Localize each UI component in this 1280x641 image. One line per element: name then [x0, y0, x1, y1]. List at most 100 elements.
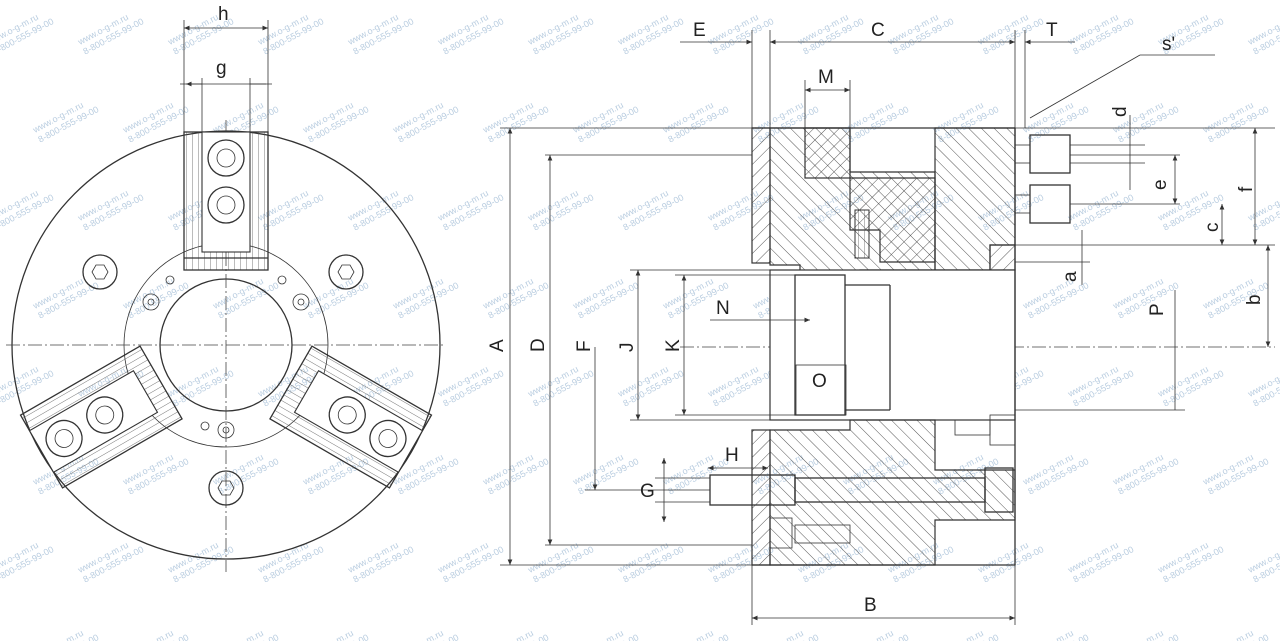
dim-label-C: C — [871, 20, 885, 41]
screw-head — [984, 467, 1014, 513]
watermark-stamp: www.o-g-m.ru8-800-555-99-00 — [525, 12, 595, 57]
watermark-stamp: www.o-g-m.ru8-800-555-99-00 — [570, 628, 640, 641]
watermark-stamp: www.o-g-m.ru8-800-555-99-00 — [705, 12, 775, 57]
spring — [854, 209, 870, 259]
right-jaw — [269, 345, 433, 489]
watermark-stamp: www.o-g-m.ru8-800-555-99-00 — [1065, 540, 1135, 585]
watermark-stamp: www.o-g-m.ru8-800-555-99-00 — [930, 628, 1000, 641]
watermark-stamp: www.o-g-m.ru8-800-555-99-00 — [1155, 540, 1225, 585]
socket-bolts — [82, 254, 364, 506]
dim-label-J: J — [617, 343, 638, 353]
watermark-stamp: www.o-g-m.ru8-800-555-99-00 — [435, 540, 505, 585]
watermark-stamp: www.o-g-m.ru8-800-555-99-00 — [30, 100, 100, 145]
watermark-stamp: www.o-g-m.ru8-800-555-99-00 — [300, 276, 370, 321]
watermark-stamp: www.o-g-m.ru8-800-555-99-00 — [1245, 540, 1280, 585]
watermark-stamp: www.o-g-m.ru8-800-555-99-00 — [120, 100, 190, 145]
watermark-site: www.o-g-m.ru — [660, 628, 715, 641]
watermark-stamp: www.o-g-m.ru8-800-555-99-00 — [615, 540, 685, 585]
watermark-site: www.o-g-m.ru — [210, 628, 265, 641]
dim-label-c: c — [1202, 223, 1223, 233]
watermark-stamp: www.o-g-m.ru8-800-555-99-00 — [345, 188, 415, 233]
watermark-stamp: www.o-g-m.ru8-800-555-99-00 — [975, 12, 1045, 57]
watermark-stamp: www.o-g-m.ru8-800-555-99-00 — [1065, 12, 1135, 57]
watermark-site: www.o-g-m.ru — [480, 628, 535, 641]
watermark-stamp: www.o-g-m.ru8-800-555-99-00 — [1110, 452, 1180, 497]
watermark-site: www.o-g-m.ru — [30, 628, 85, 641]
dim-label-F: F — [574, 340, 595, 352]
watermark-stamp: www.o-g-m.ru8-800-555-99-00 — [120, 452, 190, 497]
watermark-stamp: www.o-g-m.ru8-800-555-99-00 — [840, 100, 910, 145]
lower-small-screw — [794, 524, 851, 544]
watermark-stamp: www.o-g-m.ru8-800-555-99-00 — [255, 540, 325, 585]
watermark-stamp: www.o-g-m.ru8-800-555-99-00 — [1110, 628, 1180, 641]
front-view: h g — [6, 4, 446, 572]
watermark-stamp: www.o-g-m.ru8-800-555-99-00 — [795, 12, 865, 57]
watermark-site: www.o-g-m.ru — [300, 628, 355, 641]
watermark-stamp: www.o-g-m.ru8-800-555-99-00 — [1200, 100, 1270, 145]
top-jaw — [183, 131, 269, 271]
watermark-site: www.o-g-m.ru — [570, 628, 625, 641]
watermark-stamp: www.o-g-m.ru8-800-555-99-00 — [525, 540, 595, 585]
watermark-stamp: www.o-g-m.ru8-800-555-99-00 — [1155, 364, 1225, 409]
watermark-stamp: www.o-g-m.ru8-800-555-99-00 — [75, 540, 145, 585]
watermark-stamp: www.o-g-m.ru8-800-555-99-00 — [1245, 364, 1280, 409]
dim-label-O: O — [812, 371, 827, 392]
dim-label-h: h — [218, 4, 229, 25]
watermark-stamp: www.o-g-m.ru8-800-555-99-00 — [435, 188, 505, 233]
watermark-stamp: www.o-g-m.ru8-800-555-99-00 — [390, 100, 460, 145]
dim-label-b: b — [1244, 294, 1265, 305]
watermark-stamp: www.o-g-m.ru8-800-555-99-00 — [75, 188, 145, 233]
dim-label-a: a — [1060, 271, 1081, 282]
watermark-stamp: www.o-g-m.ru8-800-555-99-00 — [570, 100, 640, 145]
watermark-stamp: www.o-g-m.ru8-800-555-99-00 — [480, 452, 550, 497]
dim-label-P: P — [1147, 303, 1168, 316]
watermark-site: www.o-g-m.ru — [1200, 628, 1255, 641]
watermark-stamp: www.o-g-m.ru8-800-555-99-00 — [0, 12, 55, 57]
dim-label-f: f — [1236, 186, 1257, 192]
watermark-stamp: www.o-g-m.ru8-800-555-99-00 — [30, 276, 100, 321]
watermark-stamp: www.o-g-m.ru8-800-555-99-00 — [1110, 100, 1180, 145]
watermark-stamp: www.o-g-m.ru8-800-555-99-00 — [480, 100, 550, 145]
watermark-stamp: www.o-g-m.ru8-800-555-99-00 — [480, 628, 550, 641]
dim-label-T: T — [1046, 20, 1058, 41]
watermark-stamp: www.o-g-m.ru8-800-555-99-00 — [1020, 628, 1090, 641]
dim-label-g: g — [216, 58, 227, 79]
bore-cavity — [769, 269, 1016, 421]
dim-label-e: e — [1150, 179, 1171, 190]
watermark-site: www.o-g-m.ru — [840, 628, 895, 641]
watermark-stamp: www.o-g-m.ru8-800-555-99-00 — [1065, 364, 1135, 409]
watermark-site: www.o-g-m.ru — [390, 628, 445, 641]
watermark-stamp: www.o-g-m.ru8-800-555-99-00 — [390, 276, 460, 321]
left-jaw — [19, 345, 183, 489]
watermark-site: www.o-g-m.ru — [930, 628, 985, 641]
watermark-site: www.o-g-m.ru — [750, 628, 805, 641]
dim-label-D: D — [528, 338, 549, 352]
watermark-stamp: www.o-g-m.ru8-800-555-99-00 — [435, 364, 505, 409]
watermark-stamp: www.o-g-m.ru8-800-555-99-00 — [480, 276, 550, 321]
front-plate-bottom — [751, 429, 771, 566]
dim-label-G: G — [640, 481, 655, 502]
watermark-stamp: www.o-g-m.ru8-800-555-99-00 — [1020, 452, 1090, 497]
watermark-stamp: www.o-g-m.ru8-800-555-99-00 — [300, 100, 370, 145]
watermark-stamp: www.o-g-m.ru8-800-555-99-00 — [570, 276, 640, 321]
watermark-stamp: www.o-g-m.ru8-800-555-99-00 — [0, 540, 55, 585]
watermark-stamp: www.o-g-m.ru8-800-555-99-00 — [300, 628, 370, 641]
dim-label-N: N — [716, 298, 730, 319]
watermark-stamp: www.o-g-m.ru8-800-555-99-00 — [435, 12, 505, 57]
watermark-stamp: www.o-g-m.ru8-800-555-99-00 — [390, 628, 460, 641]
dim-label-A: A — [487, 339, 508, 352]
dim-label-K: K — [663, 339, 684, 352]
watermark-stamp: www.o-g-m.ru8-800-555-99-00 — [885, 12, 955, 57]
dim-label-E: E — [693, 20, 706, 41]
watermark-stamp: www.o-g-m.ru8-800-555-99-00 — [615, 12, 685, 57]
watermark-stamp: www.o-g-m.ru8-800-555-99-00 — [525, 364, 595, 409]
body-top-block — [804, 127, 851, 179]
watermark-stamp: www.o-g-m.ru8-800-555-99-00 — [1065, 188, 1135, 233]
watermark-stamp: www.o-g-m.ru8-800-555-99-00 — [1020, 100, 1090, 145]
watermark-stamp: www.o-g-m.ru8-800-555-99-00 — [615, 364, 685, 409]
watermark-site: www.o-g-m.ru — [120, 628, 175, 641]
dim-label-B: B — [864, 595, 877, 616]
dim-label-s: s' — [1162, 34, 1175, 55]
watermark-stamp: www.o-g-m.ru8-800-555-99-00 — [75, 12, 145, 57]
